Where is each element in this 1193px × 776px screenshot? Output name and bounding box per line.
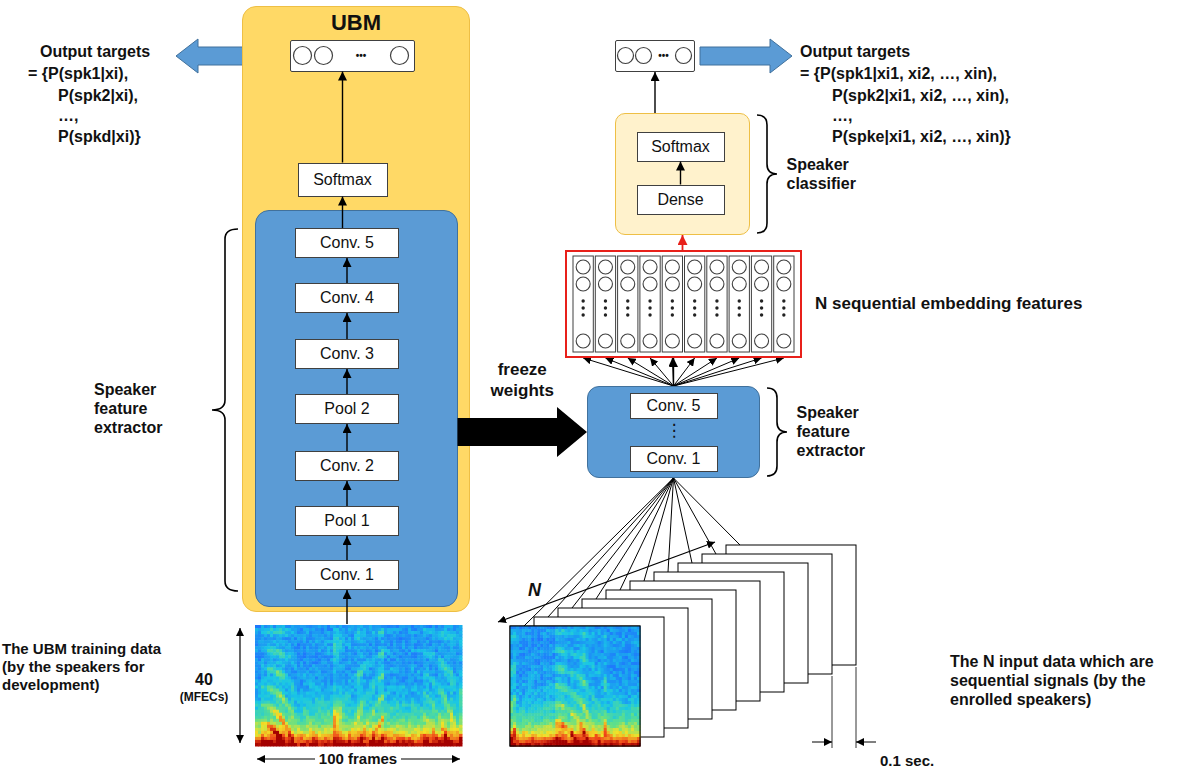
stage: UBM•••SoftmaxSpeaker feature extractorCo… xyxy=(0,0,1193,776)
